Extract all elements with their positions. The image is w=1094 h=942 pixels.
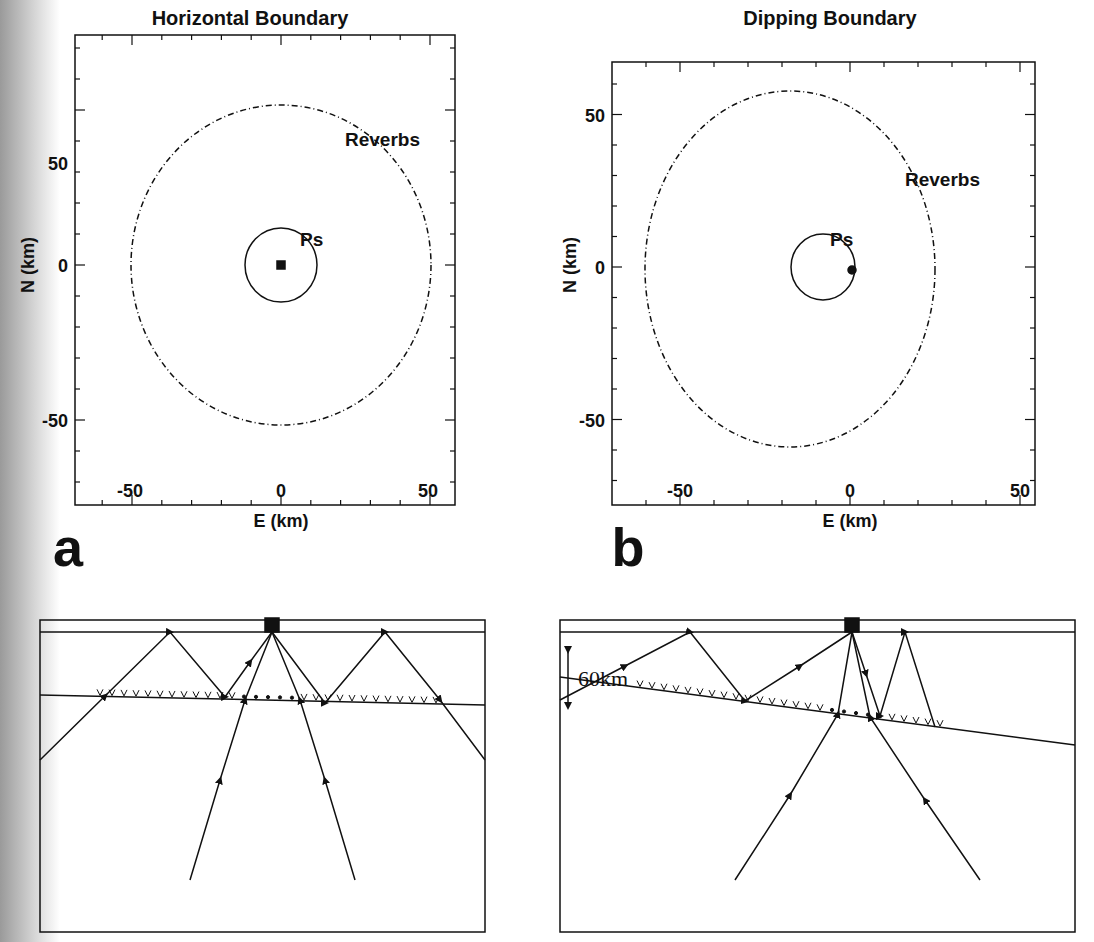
dimension-label: 60km	[578, 668, 628, 690]
station	[845, 618, 859, 632]
ray	[272, 632, 485, 760]
curve-label: Ps	[830, 230, 853, 249]
panel-letter: b	[612, 520, 645, 574]
station	[277, 261, 285, 269]
station	[848, 266, 856, 274]
ray	[852, 632, 935, 727]
axis-label: N (km)	[19, 237, 37, 293]
tick-label: 0	[58, 257, 68, 275]
ray	[852, 632, 980, 880]
ray	[40, 632, 272, 760]
plot-frame	[612, 62, 1035, 505]
reverb-circle	[645, 91, 935, 447]
panel-letter: a	[53, 520, 83, 574]
station	[265, 618, 279, 632]
tick-label: 50	[418, 482, 438, 500]
ray	[560, 632, 852, 701]
plot-title: Dipping Boundary	[743, 8, 916, 28]
plot-frame	[75, 35, 455, 505]
surface	[40, 631, 485, 633]
axis-label: E (km)	[822, 512, 877, 530]
curve-label: Reverbs	[905, 170, 980, 189]
tick-label: 50	[1010, 482, 1030, 500]
tick-label: -50	[667, 482, 693, 500]
tick-label: 50	[585, 107, 605, 125]
tick-label: 0	[595, 259, 605, 277]
surface	[560, 631, 1075, 633]
axis-label: N (km)	[561, 237, 579, 293]
section-frame	[40, 620, 485, 932]
ray	[272, 632, 355, 880]
tick-label: -50	[579, 412, 605, 430]
curve-label: Ps	[300, 230, 323, 249]
tick-label: -50	[117, 482, 143, 500]
boundary	[560, 677, 1075, 745]
tick-label: 0	[845, 482, 855, 500]
tick-label: 0	[276, 482, 286, 500]
section-frame	[560, 620, 1075, 932]
tick-label: -50	[42, 412, 68, 430]
ray	[190, 632, 272, 880]
curve-label: Reverbs	[345, 130, 420, 149]
reverb-circle	[131, 105, 431, 425]
boundary	[40, 695, 485, 705]
ray	[735, 632, 852, 880]
axis-label: E (km)	[253, 512, 308, 530]
tick-label: 50	[48, 155, 68, 173]
scan-shade	[0, 0, 60, 942]
plot-title: Horizontal Boundary	[152, 8, 349, 28]
